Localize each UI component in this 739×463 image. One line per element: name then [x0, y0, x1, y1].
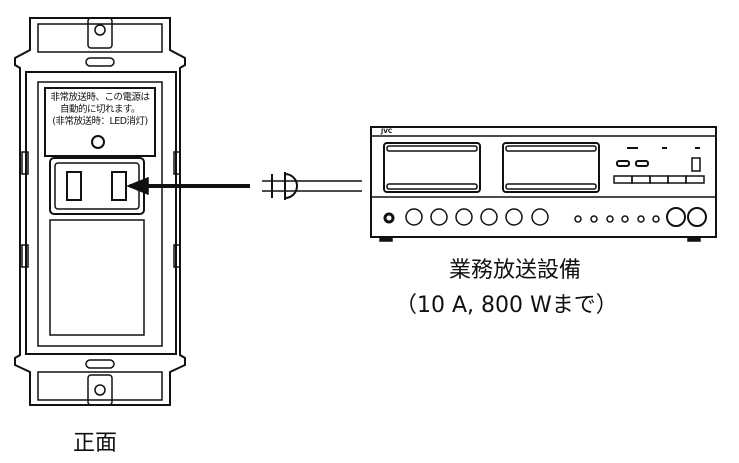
- bottom-screw-slot: [87, 374, 113, 406]
- notice-line: 非常放送時、この電源は: [50, 92, 150, 103]
- broadcast-equipment: [370, 126, 717, 242]
- cassette-deck-1: [383, 142, 481, 193]
- notice-box: [44, 87, 156, 157]
- notice-line: 自動的に切れます。: [59, 104, 141, 115]
- top-screw-slot: [87, 17, 113, 49]
- socket-slot-left: [66, 171, 82, 201]
- led-indicator: [91, 135, 105, 149]
- cassette-deck-2: [502, 142, 600, 193]
- outlet-caption: 正面: [73, 431, 118, 456]
- power-cord: [125, 172, 362, 200]
- outlet-plate: [14, 17, 186, 406]
- top-screw-hole: [94, 24, 106, 36]
- bottom-screw-hole: [94, 384, 106, 396]
- notice-line: (非常放送時：LED消灯): [52, 116, 148, 127]
- brand-logo: JVC: [381, 128, 393, 135]
- outlet-notice: 非常放送時、この電源は 自動的に切れます。 (非常放送時：LED消灯): [47, 92, 153, 128]
- socket-slot-right: [111, 171, 127, 201]
- equipment-capacity: （10 A, 800 Wまで）: [395, 293, 618, 318]
- equipment-label: 業務放送設備: [449, 258, 582, 283]
